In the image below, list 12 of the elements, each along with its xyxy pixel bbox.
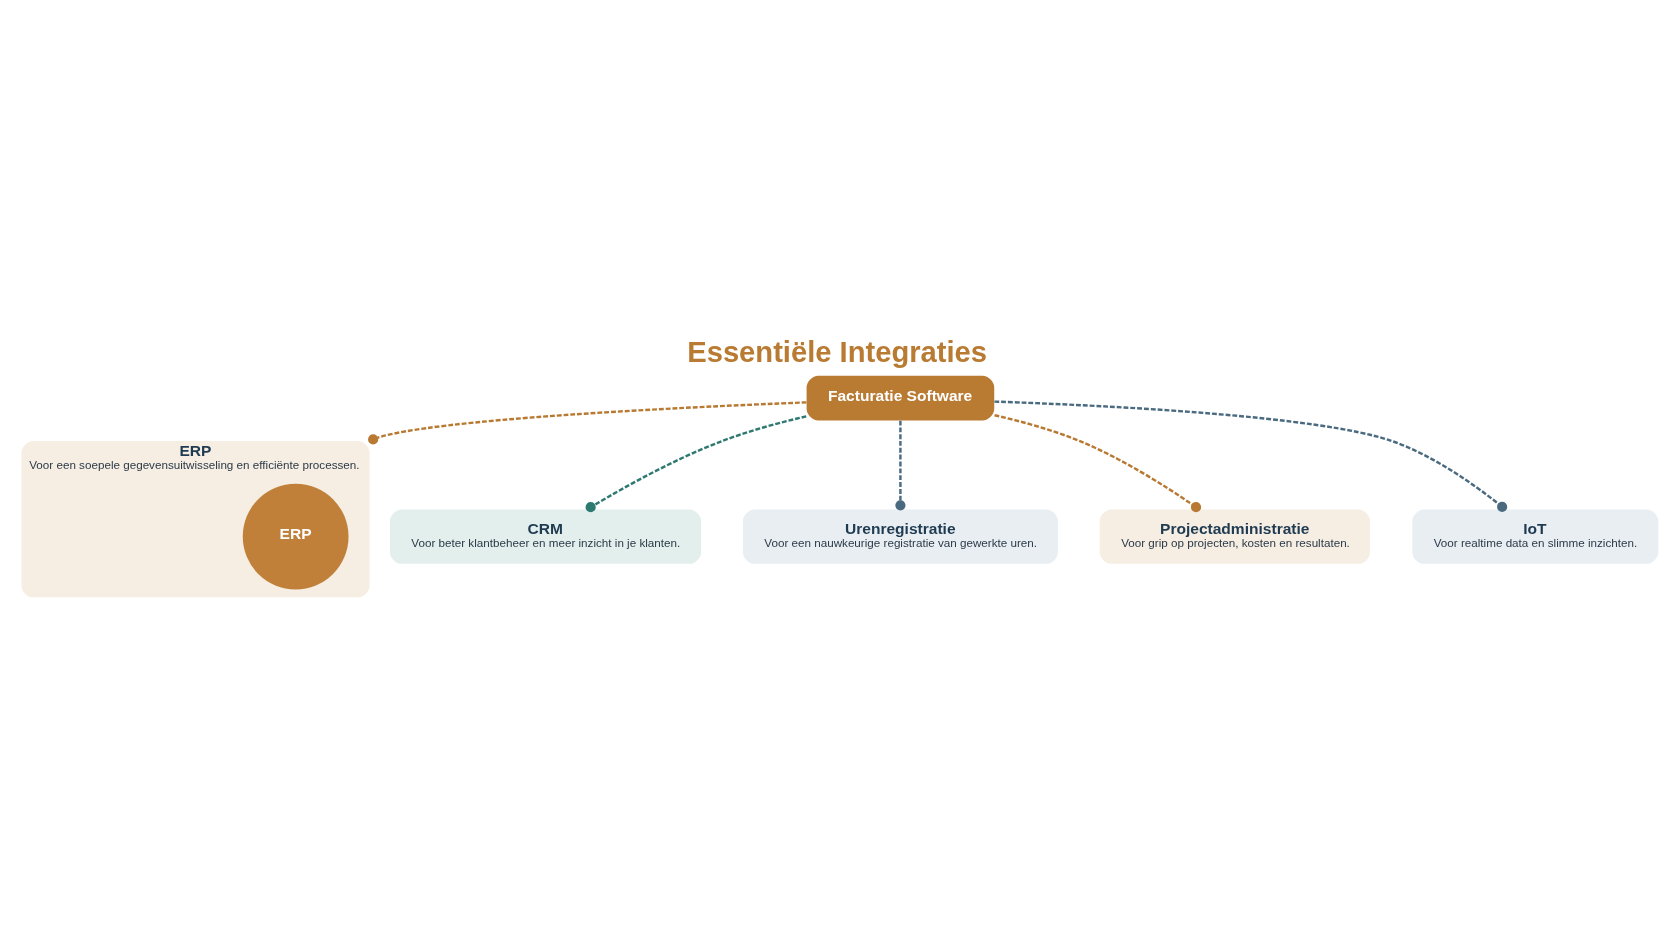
connector <box>585 415 807 513</box>
node-box: Urenregistratie Voor een nauwkeurige registratie van gewerkte uren. <box>742 509 1058 564</box>
node-box: IoT Voor realtime data en slimme inzichten. <box>1412 509 1659 564</box>
connector <box>895 420 906 511</box>
connector <box>368 401 807 445</box>
diagram-title: Essentiële Integraties <box>687 336 988 369</box>
node-box: CRM Voor beter klantbeheer en meer inzicht in je klanten. <box>389 509 702 564</box>
connector <box>994 414 1202 513</box>
connector <box>994 400 1508 512</box>
node-box: Facturatie Software <box>806 375 995 421</box>
node-circle: ERP <box>242 483 349 590</box>
node-box: Projectadministratie Voor grip op projecten, kosten en resultaten. <box>1099 509 1371 564</box>
